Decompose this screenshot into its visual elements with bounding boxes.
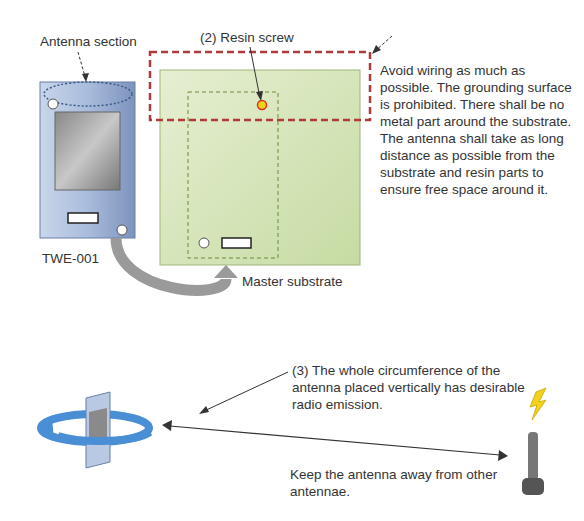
design-note: Avoid wiring as much as possible. The gr…: [380, 62, 580, 198]
part-name: TWE-001: [42, 250, 99, 267]
substrate: Master substrate: [160, 70, 360, 265]
other-antenna: [522, 388, 546, 495]
substrate-drawing: [150, 52, 370, 265]
callout-label: (2) Resin screw: [200, 29, 340, 46]
leader-lines: [78, 36, 392, 414]
part-name: Master substrate: [242, 273, 343, 290]
part-name: Antenna section: [40, 33, 180, 50]
rotation-icon: [38, 392, 150, 468]
distance-arrow: [162, 420, 508, 461]
module-drawing: [40, 82, 135, 238]
module: TWE-001: [40, 82, 135, 238]
callout-note: (3) The whole circumference of the anten…: [292, 362, 552, 413]
move-arrow: [116, 238, 238, 290]
design-note: Keep the antenna away from other antenna…: [290, 466, 540, 500]
